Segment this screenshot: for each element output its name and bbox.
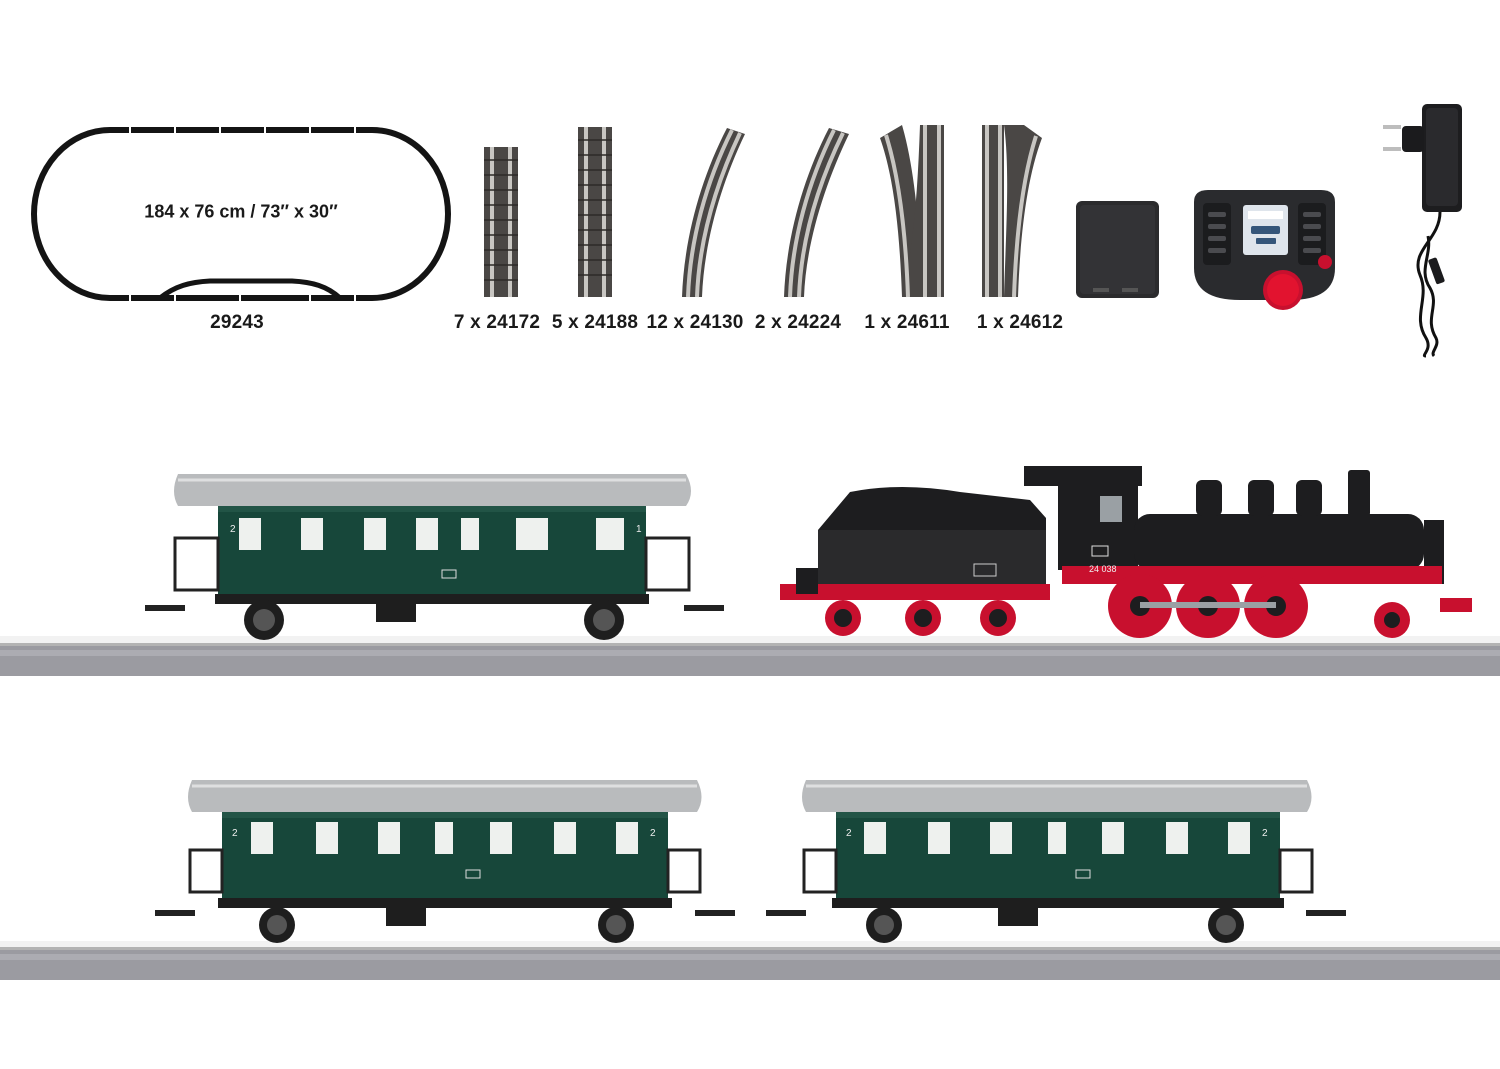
track-piece-label-4: 2 x 24224	[754, 312, 842, 333]
coach-lower-left: 2 2	[155, 780, 735, 943]
power-supply	[1383, 104, 1462, 358]
display-track-upper	[0, 636, 1500, 676]
track-piece-straight-1	[484, 147, 518, 297]
track-piece-label-5: 1 x 24611	[864, 312, 950, 333]
coach-lower-left-class-left: 2	[232, 828, 238, 839]
track-piece-turnout-left	[880, 125, 944, 298]
steam-locomotive: 24 038	[1024, 466, 1472, 638]
track-piece-curve-1	[682, 128, 745, 298]
track-layout-item-number: 29243	[210, 312, 264, 333]
coach-upper: 2 1	[145, 474, 724, 640]
oval-track-joints	[129, 125, 356, 303]
coach-lower-right: 2 2	[766, 780, 1346, 943]
coach-lower-right-class-left: 2	[846, 828, 852, 839]
coach-upper-class-left: 2	[230, 524, 236, 535]
locomotive-number: 24 038	[1089, 564, 1117, 574]
connector-box	[1076, 201, 1159, 298]
track-piece-label-2: 5 x 24188	[551, 312, 639, 333]
display-track-lower	[0, 941, 1500, 980]
coach-lower-right-class-right: 2	[1262, 828, 1268, 839]
track-piece-label-3: 12 x 24130	[646, 312, 744, 333]
tender	[780, 487, 1050, 636]
mobile-station	[1194, 190, 1335, 310]
track-piece-curve-2	[784, 128, 849, 298]
track-layout-dimensions: 184 x 76 cm / 73″ x 30″	[144, 201, 338, 222]
coach-lower-left-class-right: 2	[650, 828, 656, 839]
coach-upper-class-right: 1	[636, 524, 642, 535]
track-piece-label-1: 7 x 24172	[453, 312, 541, 333]
oval-track-plan	[31, 127, 451, 301]
track-piece-turnout-right	[982, 125, 1042, 298]
track-piece-straight-2	[578, 127, 612, 297]
track-piece-label-6: 1 x 24612	[976, 312, 1064, 333]
